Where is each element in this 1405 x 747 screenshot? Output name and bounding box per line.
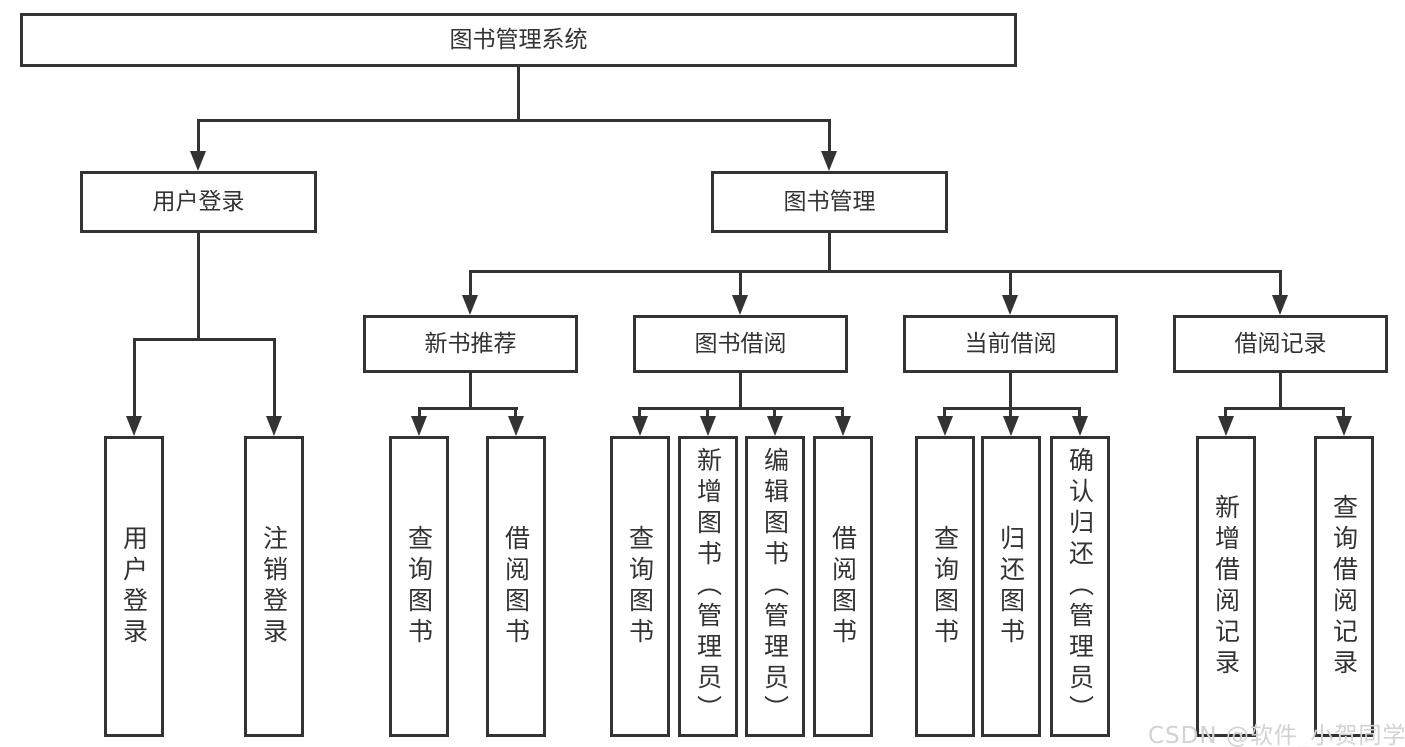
- node-nb-borrow-books: 借阅图书: [486, 436, 546, 737]
- node-user-login-label: 用户登录: [119, 524, 149, 649]
- connector-drop-line: [418, 407, 421, 419]
- connector-drop-line: [469, 270, 472, 297]
- connector-drop-line: [1009, 407, 1012, 419]
- arrow-down-icon: [462, 295, 478, 315]
- arrow-down-icon: [1336, 416, 1352, 436]
- connector-drop-line: [828, 119, 831, 153]
- arrow-down-icon: [266, 416, 282, 436]
- node-root: 图书管理系统: [20, 13, 1017, 67]
- arrow-down-icon: [190, 151, 206, 171]
- node-nb-query-books: 查询图书: [389, 436, 449, 737]
- connector-drop-line: [841, 407, 844, 419]
- connector-drop-line: [739, 270, 742, 297]
- connector-login-stem: [197, 233, 200, 339]
- arrow-down-icon: [821, 151, 837, 171]
- node-br-query-record-label: 查询借阅记录: [1329, 493, 1359, 680]
- node-bb-query-books-label: 查询图书: [625, 524, 655, 649]
- connector-bb-stem: [739, 373, 742, 409]
- arrow-down-icon: [1003, 416, 1019, 436]
- connector-drop-line: [943, 407, 946, 419]
- arrow-down-icon: [732, 295, 748, 315]
- arrow-down-icon: [1218, 416, 1234, 436]
- connector-br-rail: [1224, 407, 1345, 410]
- node-cb-query-books: 查询图书: [915, 436, 975, 737]
- node-bb-edit-books-admin: 编辑图书（管理员）: [745, 436, 805, 737]
- connector-drop-line: [133, 338, 136, 418]
- node-current-borrow-label: 当前借阅: [964, 330, 1057, 357]
- connector-root-stem: [517, 66, 520, 120]
- node-cb-confirm-return-admin: 确认归还（管理员）: [1050, 436, 1110, 737]
- node-br-add-record-label: 新增借阅记录: [1211, 493, 1241, 680]
- connector-drop-line: [1009, 270, 1012, 297]
- arrow-down-icon: [508, 416, 524, 436]
- connector-drop-line: [514, 407, 517, 419]
- arrow-down-icon: [937, 416, 953, 436]
- arrow-down-icon: [632, 416, 648, 436]
- arrow-down-icon: [835, 416, 851, 436]
- connector-nb-rail: [418, 407, 518, 410]
- arrow-down-icon: [411, 416, 427, 436]
- node-borrow-records-label: 借阅记录: [1234, 330, 1327, 357]
- node-logout-label: 注销登录: [259, 524, 289, 649]
- node-user-login-group-label: 用户登录: [152, 188, 245, 215]
- connector-drop-line: [1342, 407, 1345, 419]
- connector-cb-stem: [1009, 373, 1012, 409]
- node-new-book-recommend-label: 新书推荐: [424, 330, 517, 357]
- node-br-query-record: 查询借阅记录: [1314, 436, 1374, 737]
- connector-drop-line: [638, 407, 641, 419]
- connector-drop-line: [1279, 270, 1282, 297]
- connector-drop-line: [706, 407, 709, 419]
- connector-drop-line: [1224, 407, 1227, 419]
- arrow-down-icon: [700, 416, 716, 436]
- node-book-management-label: 图书管理: [783, 188, 876, 215]
- node-user-login-group: 用户登录: [80, 171, 317, 233]
- node-user-login: 用户登录: [104, 436, 164, 737]
- connector-drop-line: [197, 119, 200, 153]
- connector-mgmt-stem: [828, 233, 831, 272]
- node-bb-borrow-books-label: 借阅图书: [828, 524, 858, 649]
- node-bb-add-books-admin: 新增图书（管理员）: [678, 436, 738, 737]
- node-new-book-recommend: 新书推荐: [363, 315, 578, 373]
- node-borrow-records: 借阅记录: [1173, 315, 1388, 373]
- node-logout: 注销登录: [244, 436, 304, 737]
- arrow-down-icon: [1272, 295, 1288, 315]
- node-cb-confirm-return-admin-label: 确认归还（管理员）: [1065, 447, 1095, 726]
- node-bb-borrow-books: 借阅图书: [813, 436, 873, 737]
- csdn-watermark: CSDN @软件_小贺同学: [1148, 723, 1405, 747]
- node-book-borrow: 图书借阅: [633, 315, 848, 373]
- node-bb-add-books-admin-label: 新增图书（管理员）: [693, 447, 723, 726]
- node-book-management: 图书管理: [711, 171, 948, 233]
- connector-drop-line: [773, 407, 776, 419]
- node-bb-query-books: 查询图书: [610, 436, 670, 737]
- node-cb-return-books: 归还图书: [981, 436, 1041, 737]
- connector-root-rail: [197, 119, 831, 122]
- node-cb-query-books-label: 查询图书: [930, 524, 960, 649]
- node-book-borrow-label: 图书借阅: [694, 330, 787, 357]
- connector-bb-rail: [638, 407, 844, 410]
- connector-drop-line: [273, 338, 276, 418]
- node-root-label: 图书管理系统: [449, 26, 588, 53]
- connector-nb-stem: [469, 373, 472, 409]
- node-bb-edit-books-admin-label: 编辑图书（管理员）: [760, 447, 790, 726]
- connector-mgmt-rail: [469, 270, 1282, 273]
- connector-cb-rail: [943, 407, 1081, 410]
- node-nb-query-books-label: 查询图书: [404, 524, 434, 649]
- connector-drop-line: [1078, 407, 1081, 419]
- arrow-down-icon: [1072, 416, 1088, 436]
- arrow-down-icon: [126, 416, 142, 436]
- connector-login-rail: [133, 338, 276, 341]
- arrow-down-icon: [767, 416, 783, 436]
- connector-br-stem: [1279, 373, 1282, 409]
- node-cb-return-books-label: 归还图书: [996, 524, 1026, 649]
- arrow-down-icon: [1002, 295, 1018, 315]
- node-current-borrow: 当前借阅: [903, 315, 1118, 373]
- node-nb-borrow-books-label: 借阅图书: [501, 524, 531, 649]
- node-br-add-record: 新增借阅记录: [1196, 436, 1256, 737]
